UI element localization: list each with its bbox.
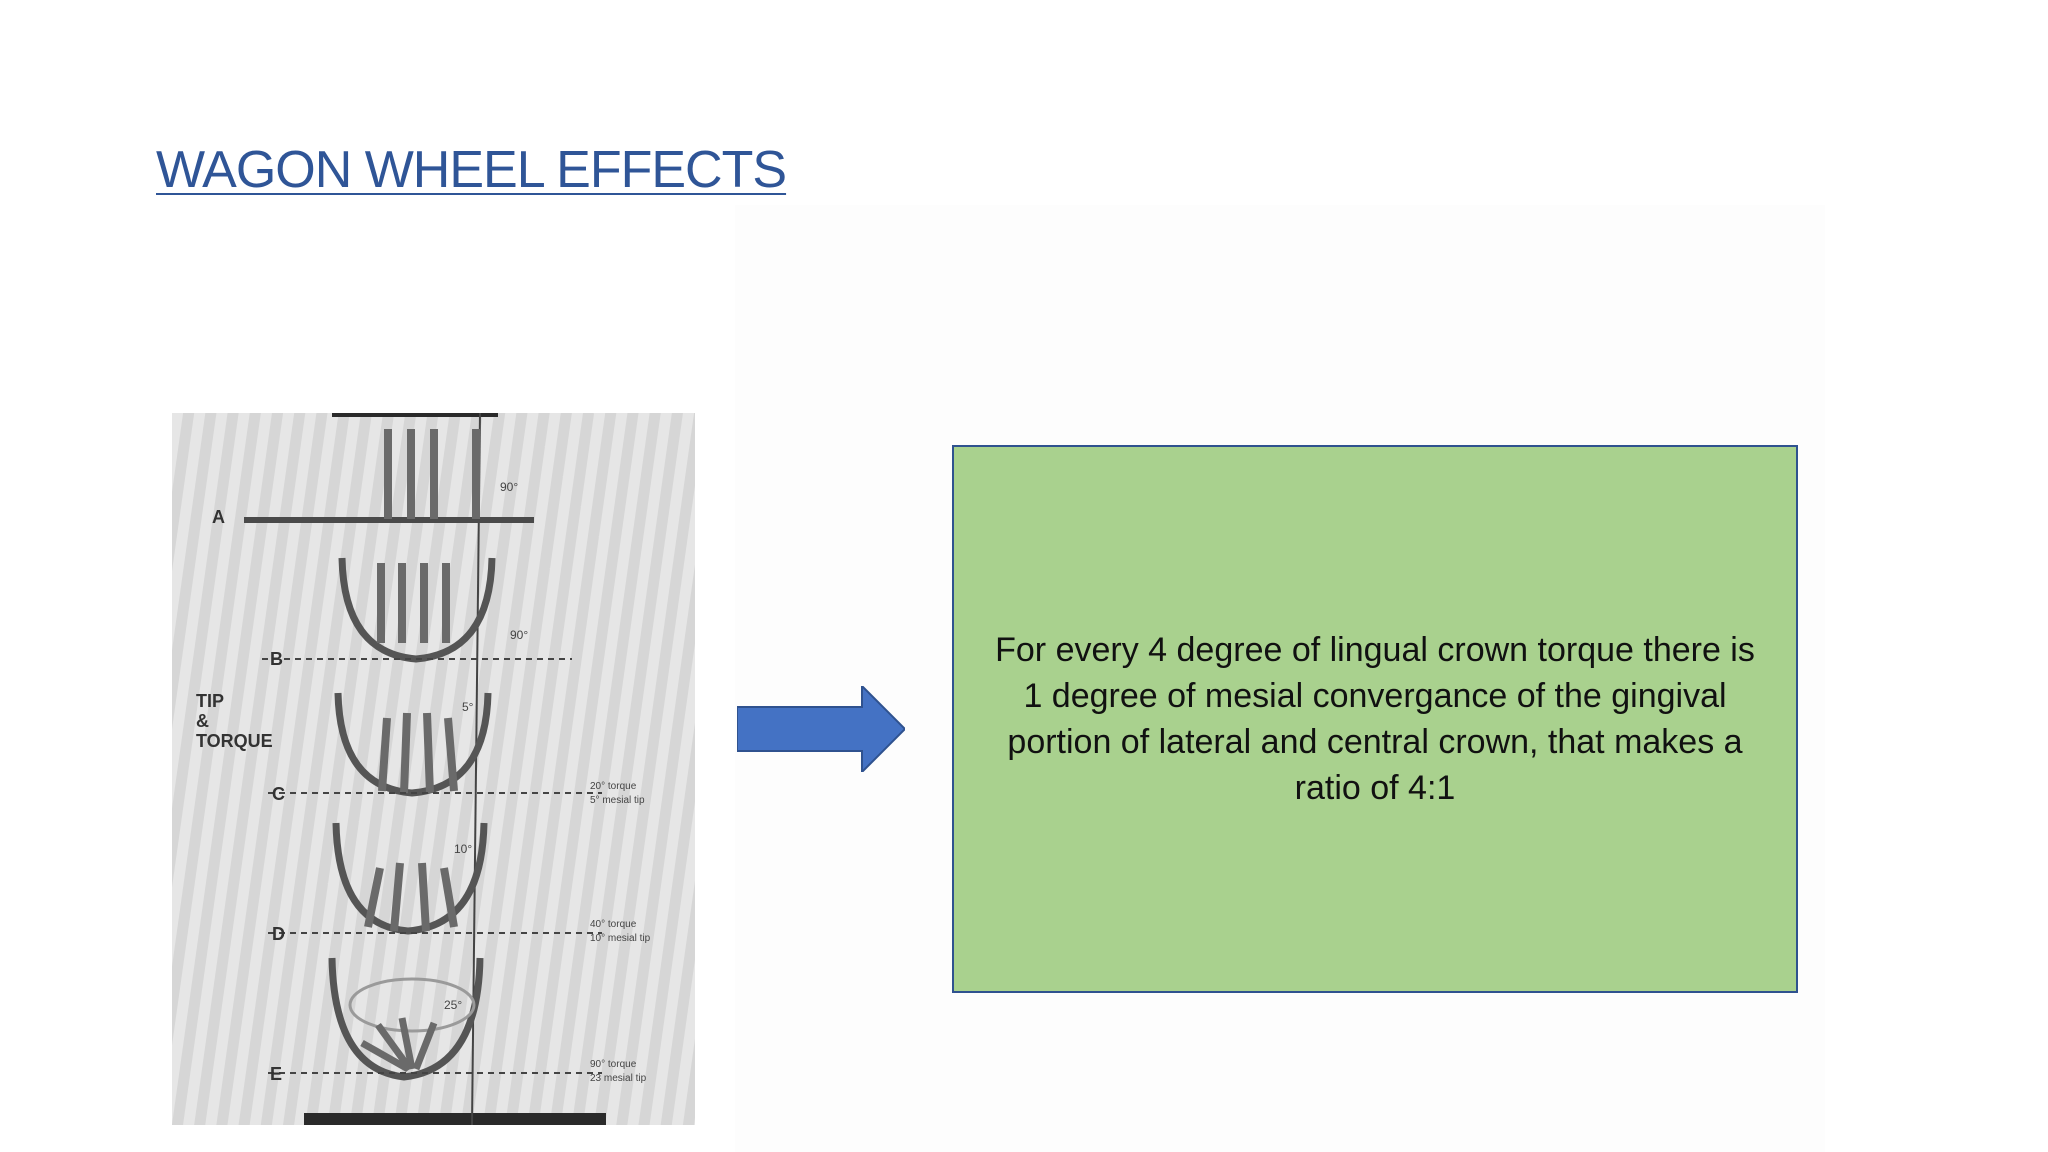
wagon-wheel-diagram: A 90° B 90° C 5° 20° torque 5° mesial ti… — [172, 413, 695, 1125]
incisors-d — [364, 862, 458, 932]
row-label-b: B — [270, 649, 283, 669]
angle-label-a: 90° — [500, 480, 518, 494]
row-label-e: E — [270, 1064, 282, 1084]
angle-label-e: 25° — [444, 998, 462, 1012]
side-label-torque: TORQUE — [196, 731, 273, 751]
archwire-e — [328, 957, 484, 1081]
side-label-amp: & — [196, 711, 209, 731]
slide-title: WAGON WHEEL EFFECTS — [156, 141, 787, 199]
note-d-top: 40° torque — [590, 919, 637, 930]
figure-background — [172, 413, 695, 1125]
top-bar — [332, 413, 498, 417]
incisors-b — [377, 563, 450, 643]
archwire-d — [332, 822, 488, 935]
note-e-top: 90° torque — [590, 1059, 637, 1070]
incisors-e — [360, 1017, 438, 1073]
incisors-a — [384, 429, 480, 519]
row-label-c: C — [272, 784, 285, 804]
row-label-d: D — [272, 924, 285, 944]
note-c-bottom: 5° mesial tip — [590, 795, 645, 806]
note-d-bottom: 10° mesial tip — [590, 933, 651, 944]
right-arrow-icon — [737, 686, 905, 772]
angle-label-b: 90° — [510, 628, 528, 642]
angle-label-d: 10° — [454, 842, 472, 856]
wagon-wheel-figure: A 90° B 90° C 5° 20° torque 5° mesial ti… — [172, 413, 695, 1125]
note-c-top: 20° torque — [590, 781, 637, 792]
note-e-bottom: 23 mesial tip — [590, 1073, 647, 1084]
row-label-a: A — [212, 507, 225, 527]
side-label-tip: TIP — [196, 691, 224, 711]
angle-label-c: 5° — [462, 700, 474, 714]
ghost-wheel-e — [348, 977, 476, 1033]
callout-text: For every 4 degree of lingual crown torq… — [995, 631, 1755, 807]
incisors-c — [378, 712, 458, 794]
archwire-a — [244, 517, 534, 523]
bottom-bar — [304, 1113, 606, 1125]
callout-box: For every 4 degree of lingual crown torq… — [952, 445, 1798, 993]
